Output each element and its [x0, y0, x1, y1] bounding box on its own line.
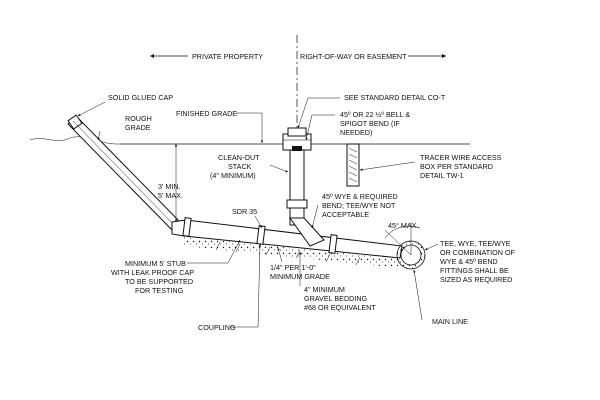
- stub-label-2: WITH LEAK PROOF CAP: [111, 268, 194, 277]
- coupling-label: COUPLING: [198, 323, 236, 332]
- stub-label-4: FOR TESTING: [135, 286, 184, 295]
- rough-grade-label-2: GRADE: [125, 123, 151, 132]
- angle-45-arc: [384, 225, 421, 239]
- cleanout-label-2: STACK: [228, 162, 252, 171]
- depth-min-label: 3' MIN.: [158, 182, 181, 191]
- gravel-bedding: [184, 237, 400, 268]
- tracer-wire-label-3: DETAIL TW-1: [420, 171, 464, 180]
- tee-wye-label-1: TEE, WYE, TEE/WYE: [440, 239, 511, 248]
- wye-label-3: ACCEPTABLE: [322, 210, 369, 219]
- max-45-label: 45° MAX.: [388, 221, 418, 230]
- depth-dimension: 3' MIN. 5' MAX.: [158, 144, 183, 222]
- tracer-wire-box: [346, 143, 360, 187]
- gravel-label-3: #68 OR EQUIVALENT: [304, 303, 376, 312]
- tracer-wire-label-1: TRACER WIRE ACCESS: [420, 153, 502, 162]
- right-of-way-label: RIGHT-OF-WAY OR EASEMENT: [300, 52, 407, 61]
- tee-wye-label-2: OR COMBINATION OF: [440, 248, 516, 257]
- bedding-hatch: [215, 241, 361, 266]
- tee-wye-label-5: SIZED AS REQUIRED: [440, 275, 512, 284]
- standard-detail-cot-label: SEE STANDARD DETAIL CO-T: [344, 93, 446, 102]
- slope-label-2: MINIMUM GRADE: [270, 272, 330, 281]
- tracer-wire-label-2: BOX PER STANDARD: [420, 162, 493, 171]
- private-property-label: PRIVATE PROPERTY: [192, 52, 263, 61]
- cleanout-stack: [282, 127, 325, 247]
- stub-pipe: [67, 114, 181, 231]
- bell-spigot-label-3: NEEDED): [340, 128, 372, 137]
- bell-spigot-label-1: 45º OR 22 ½º BELL &: [340, 110, 410, 119]
- stub-label-3: TO BE SUPPORTED: [125, 277, 193, 286]
- wye-label-1: 45º WYE & REQUIRED: [322, 192, 398, 201]
- sdr35-label: SDR 35: [232, 207, 257, 216]
- rough-grade-line: [29, 136, 121, 145]
- tee-wye-label-4: FITTINGS SHALL BE: [440, 266, 509, 275]
- tee-wye-label-3: WYE & 45º BEND: [440, 257, 498, 266]
- solid-glued-cap-label: SOLID GLUED CAP: [108, 93, 173, 102]
- rough-grade-label-1: ROUGH: [125, 114, 152, 123]
- depth-max-label: 5' MAX.: [158, 191, 183, 200]
- gravel-label-2: GRAVEL BEDDING: [304, 294, 368, 303]
- finished-grade-label: FINISHED GRADE: [176, 109, 237, 118]
- wye-label-2: BEND; TEE/WYE NOT: [322, 201, 396, 210]
- property-header: PRIVATE PROPERTY RIGHT-OF-WAY OR EASEMEN…: [150, 52, 446, 61]
- lateral-pipe: [171, 217, 403, 259]
- slope-label-1: 1/4" PER 1'-0": [270, 263, 316, 272]
- stub-label-1: MINIMUM 5' STUB: [125, 259, 186, 268]
- bell-spigot-label-2: SPIGOT BEND (IF: [340, 119, 400, 128]
- cleanout-label-3: (4" MINIMUM): [210, 171, 256, 180]
- cleanout-label-1: CLEAN-OUT: [218, 153, 260, 162]
- leader-lines: [77, 97, 439, 328]
- main-line-label: MAIN LINE: [432, 317, 468, 326]
- gravel-label-1: 4" MINIMUM: [304, 285, 345, 294]
